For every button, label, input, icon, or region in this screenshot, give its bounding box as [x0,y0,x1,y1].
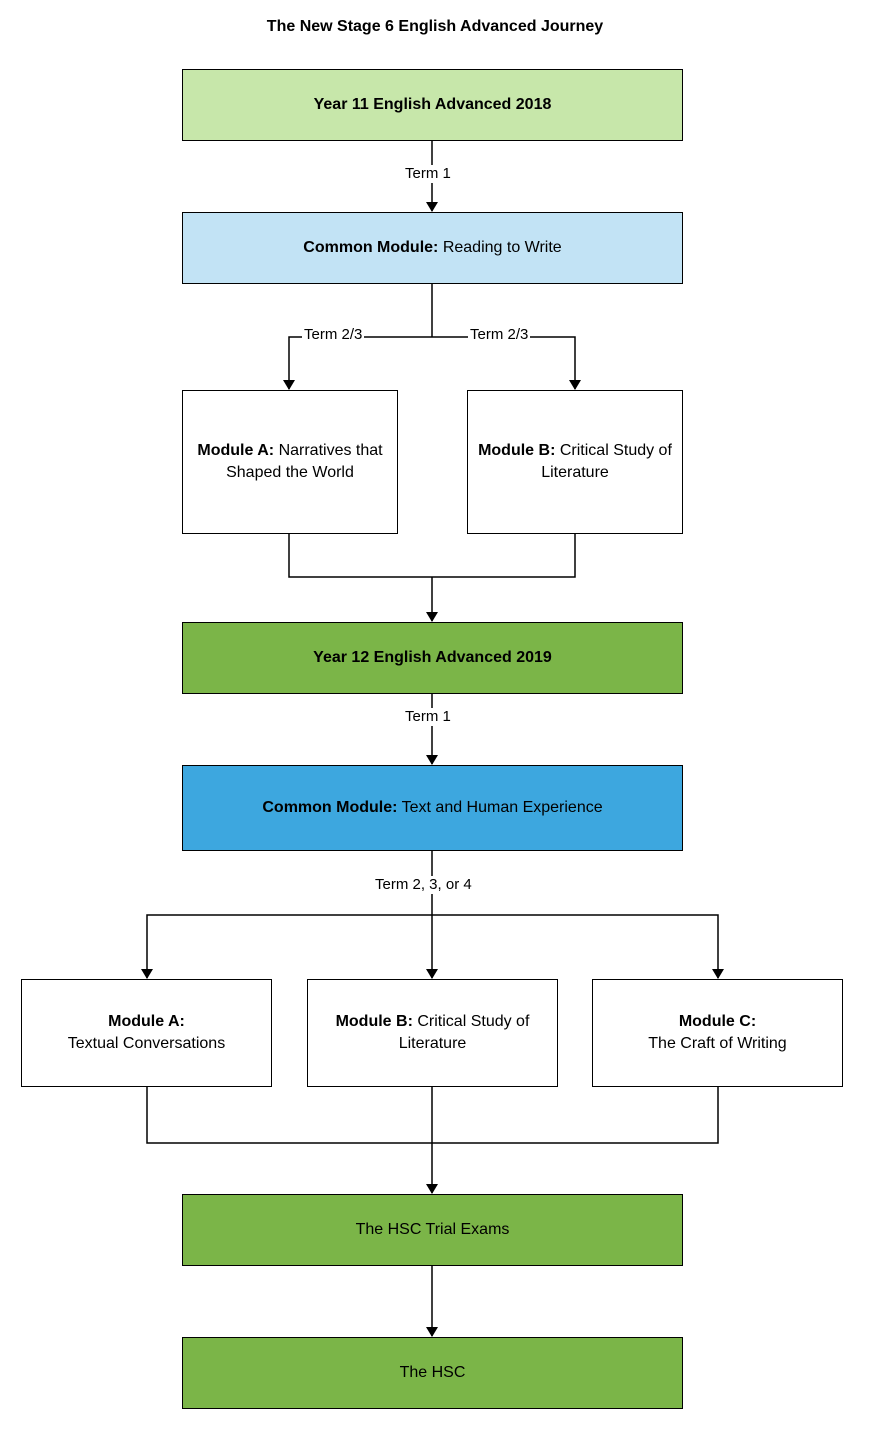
node-year12-text: Year 12 English Advanced 2019 [313,649,552,666]
node-year11: Year 11 English Advanced 2018 [182,69,683,141]
node-hsc-trial-text: The HSC Trial Exams [355,1221,510,1238]
node-module-a-12: Module A: Textual Conversations [21,979,272,1087]
edge-to-modC12 [432,914,724,979]
edge-label-term234: Term 2, 3, or 4 [373,876,474,894]
node-common-module-11-text: Reading to Write [442,239,562,256]
node-module-b-12-text: Critical Study of Literature [398,1013,530,1052]
node-module-b-11: Module B: Critical Study of Literature [467,390,683,534]
node-common-module-11-bold: Common Module: [303,239,439,256]
node-year12: Year 12 English Advanced 2019 [182,622,683,694]
edge-to-modA12 [141,914,432,979]
node-common-module-11: Common Module: Reading to Write [182,212,683,284]
edge-to-modA11 [283,336,432,390]
edge-label-term23-right: Term 2/3 [468,326,531,344]
edge-modA11-merge [288,533,576,578]
node-module-b-12-bold: Module B: [335,1013,413,1030]
edge-label-term23-left: Term 2/3 [302,326,365,344]
node-year11-text: Year 11 English Advanced 2018 [313,96,552,113]
node-module-a-11-bold: Module A: [197,442,275,459]
node-common-module-12-text: Text and Human Experience [401,799,603,816]
node-module-a-12-bold: Module A: [108,1013,185,1030]
edge-to-modB11 [432,336,581,390]
node-hsc: The HSC [182,1337,683,1409]
edge-label-term1-year12: Term 1 [403,708,453,726]
node-module-b-11-bold: Module B: [478,442,556,459]
node-module-c-12-text: The Craft of Writing [648,1035,787,1052]
node-hsc-text: The HSC [399,1364,466,1381]
edge-label-term1-year11: Term 1 [403,165,453,183]
node-module-b-12: Module B: Critical Study of Literature [307,979,558,1087]
node-module-b-11-text: Critical Study of Literature [541,442,672,481]
diagram-title: The New Stage 6 English Advanced Journey [266,18,604,35]
node-common-module-12: Common Module: Text and Human Experience [182,765,683,851]
node-module-a-12-text: Textual Conversations [67,1035,226,1052]
node-hsc-trial: The HSC Trial Exams [182,1194,683,1266]
node-common-module-12-bold: Common Module: [262,799,398,816]
node-module-c-12: Module C: The Craft of Writing [592,979,843,1087]
node-module-a-11-text: Narratives that Shaped the World [226,442,383,481]
node-module-c-12-bold: Module C: [678,1013,757,1030]
node-module-a-11: Module A: Narratives that Shaped the Wor… [182,390,398,534]
